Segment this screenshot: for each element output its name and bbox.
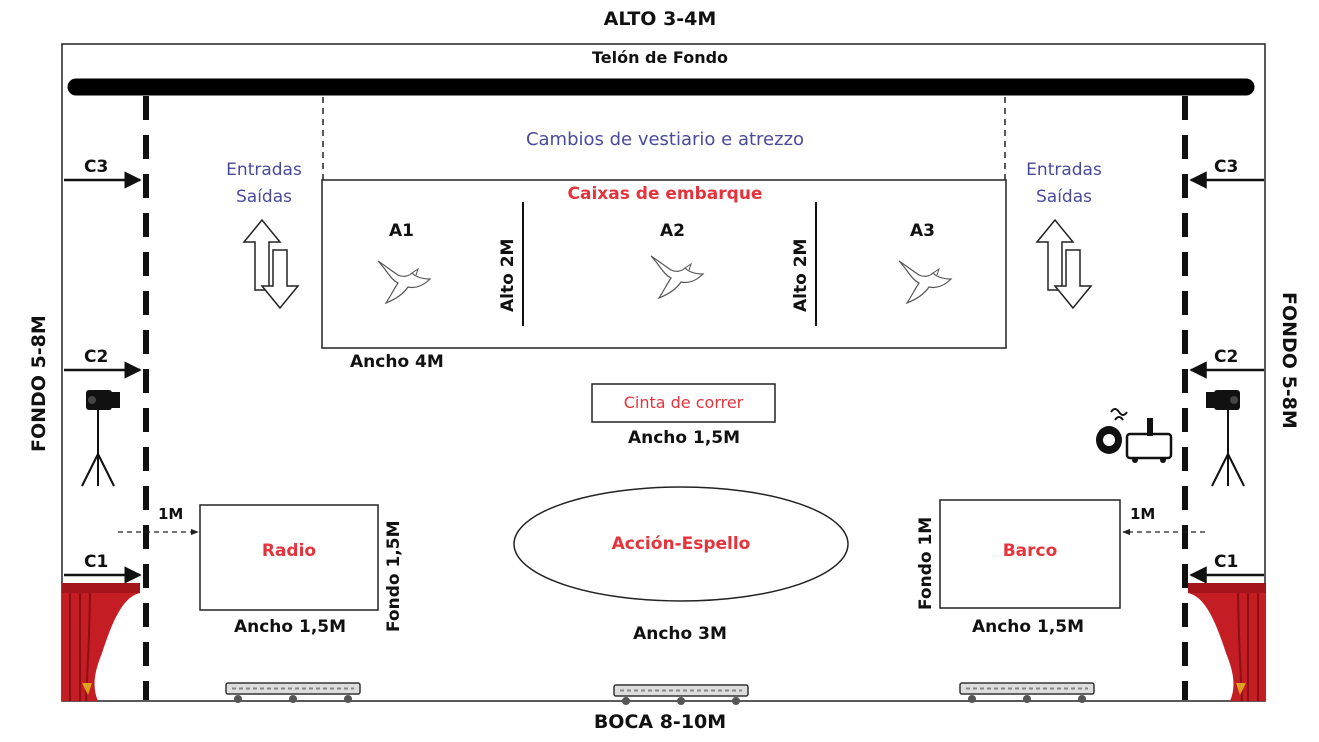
treadmill-width-label: Ancho 1,5M (627, 428, 741, 448)
treadmill-label: Cinta de correr (623, 393, 744, 412)
boat-box (939, 499, 1121, 609)
entrance-arrows-right (1035, 218, 1093, 310)
dimension-bottom-label: BOCA 8-10M (593, 711, 727, 733)
curtain-icon (1188, 583, 1266, 701)
entrance-right-line1: Entradas (1026, 160, 1102, 180)
boarding-box-label-a2: A2 (660, 221, 685, 241)
radio-depth-label: Fondo 1,5M (384, 520, 404, 632)
spotlight-icon (81, 390, 120, 487)
entrance-arrows-left (242, 218, 300, 310)
boarding-box-label-a3: A3 (910, 221, 935, 241)
entrance-label-left: Entradas Saídas (204, 157, 324, 211)
treadmill-box (591, 383, 776, 423)
led-bar-icon (225, 682, 361, 703)
mirror-width-label: Ancho 3M (633, 624, 727, 644)
radio-width-label: Ancho 1,5M (233, 617, 347, 637)
radio-offset-label: 1M (158, 505, 184, 523)
mirror-label: Acción-Espello (611, 534, 751, 554)
entrance-left-line1: Entradas (226, 160, 302, 180)
boarding-box-label-a1: A1 (389, 221, 414, 241)
led-bar-icon (959, 682, 1095, 703)
smoke-machine-icon (1096, 408, 1173, 463)
boat-label: Barco (1002, 541, 1058, 561)
swallow-icon (650, 255, 705, 300)
entrance-label-right: Entradas Saídas (1004, 157, 1124, 211)
wing-label-left-c2: C2 (84, 347, 109, 367)
boat-depth-label: Fondo 1M (916, 516, 936, 610)
boarding-title: Caixas de embarque (567, 184, 763, 204)
boarding-width-label: Ancho 4M (350, 352, 444, 372)
radio-label: Radio (261, 541, 317, 561)
wing-label-right-c1: C1 (1214, 552, 1239, 572)
backdrop-label: Telón de Fondo (591, 48, 729, 67)
wing-label-right-c3: C3 (1214, 157, 1239, 177)
boat-width-label: Ancho 1,5M (971, 617, 1085, 637)
wing-label-left-c3: C3 (84, 157, 109, 177)
boat-offset-label: 1M (1130, 505, 1156, 523)
boarding-boxes-area (321, 179, 1007, 349)
dimension-top-label: ALTO 3-4M (603, 8, 717, 30)
mirror-ellipse (513, 486, 849, 602)
led-bar-icon (613, 684, 749, 705)
curtain-icon (62, 583, 140, 701)
wing-label-left-c1: C1 (84, 552, 109, 572)
swallow-icon (377, 260, 432, 305)
boarding-divider-label-2: Alto 2M (791, 238, 811, 312)
dimension-right-label: FONDO 5-8M (1278, 292, 1300, 429)
costume-area-label: Cambios de vestiario e atrezzo (525, 129, 805, 150)
entrance-left-line2: Saídas (236, 187, 292, 207)
radio-box (199, 504, 379, 611)
swallow-icon (898, 260, 953, 305)
stage-outline (61, 43, 1266, 702)
wing-label-right-c2: C2 (1214, 347, 1239, 367)
entrance-right-line2: Saídas (1036, 187, 1092, 207)
boarding-divider-label-1: Alto 2M (498, 238, 518, 312)
spotlight-icon (1206, 390, 1245, 487)
